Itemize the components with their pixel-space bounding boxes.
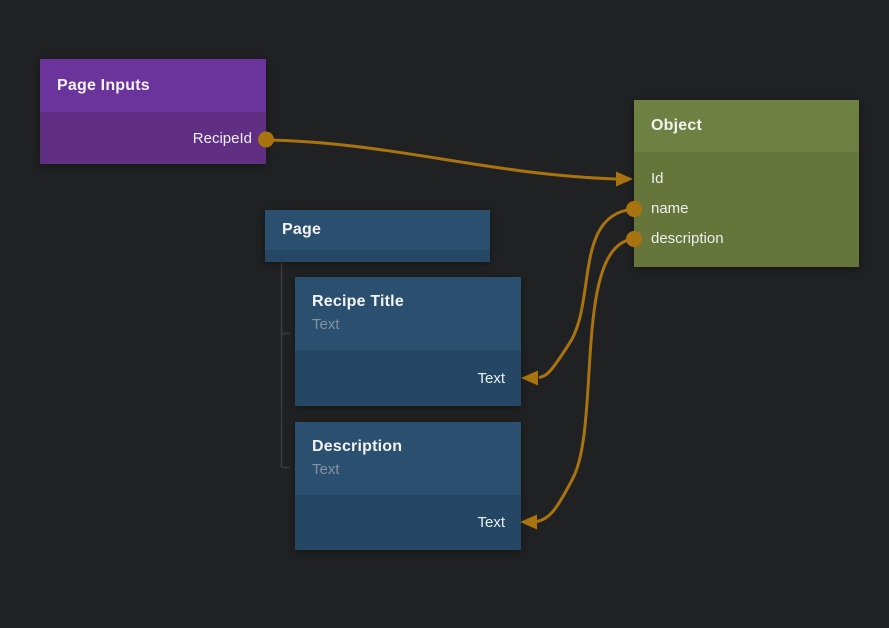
node-type-label: Text xyxy=(312,461,340,478)
node-page-inputs-header: Page Inputs xyxy=(40,59,266,112)
wire-arrowhead xyxy=(616,171,633,187)
wire-description-to-description-text[interactable] xyxy=(536,237,635,523)
port-recipeid[interactable]: RecipeId xyxy=(192,129,252,147)
port-name[interactable]: name xyxy=(651,200,689,217)
node-object-body: Id name description xyxy=(634,152,859,254)
node-title: Page xyxy=(282,221,322,238)
node-type-label: Text xyxy=(312,316,340,333)
node-title: Description xyxy=(312,438,403,455)
node-title: Recipe Title xyxy=(312,293,404,310)
port-id[interactable]: Id xyxy=(651,170,664,187)
node-page-inputs[interactable]: Page Inputs RecipeId xyxy=(40,59,266,164)
node-title: Object xyxy=(651,117,702,134)
port-text[interactable]: Text xyxy=(477,514,505,531)
node-page-header: Page xyxy=(265,210,490,250)
node-object-header: Object xyxy=(634,100,859,152)
node-recipe-title[interactable]: Recipe Title Text Text xyxy=(295,277,521,406)
node-recipe-title-header: Recipe Title Text xyxy=(295,277,521,350)
wire-name-to-recipe-title-text[interactable] xyxy=(538,207,635,379)
node-description-body: Text xyxy=(295,495,521,550)
port-text[interactable]: Text xyxy=(477,369,505,387)
node-page[interactable]: Page xyxy=(265,210,490,262)
wire-recipeid-to-id[interactable] xyxy=(265,138,618,181)
node-title: Page Inputs xyxy=(57,76,150,94)
node-page-inputs-body: RecipeId xyxy=(40,112,266,164)
port-description[interactable]: description xyxy=(651,230,724,247)
node-recipe-title-body: Text xyxy=(295,350,521,406)
node-object[interactable]: Object Id name description xyxy=(634,100,859,267)
wire-arrowhead xyxy=(521,370,538,386)
node-description[interactable]: Description Text Text xyxy=(295,422,521,550)
wire-arrowhead xyxy=(520,514,537,530)
hierarchy-tree-line xyxy=(280,263,290,469)
node-description-header: Description Text xyxy=(295,422,521,495)
